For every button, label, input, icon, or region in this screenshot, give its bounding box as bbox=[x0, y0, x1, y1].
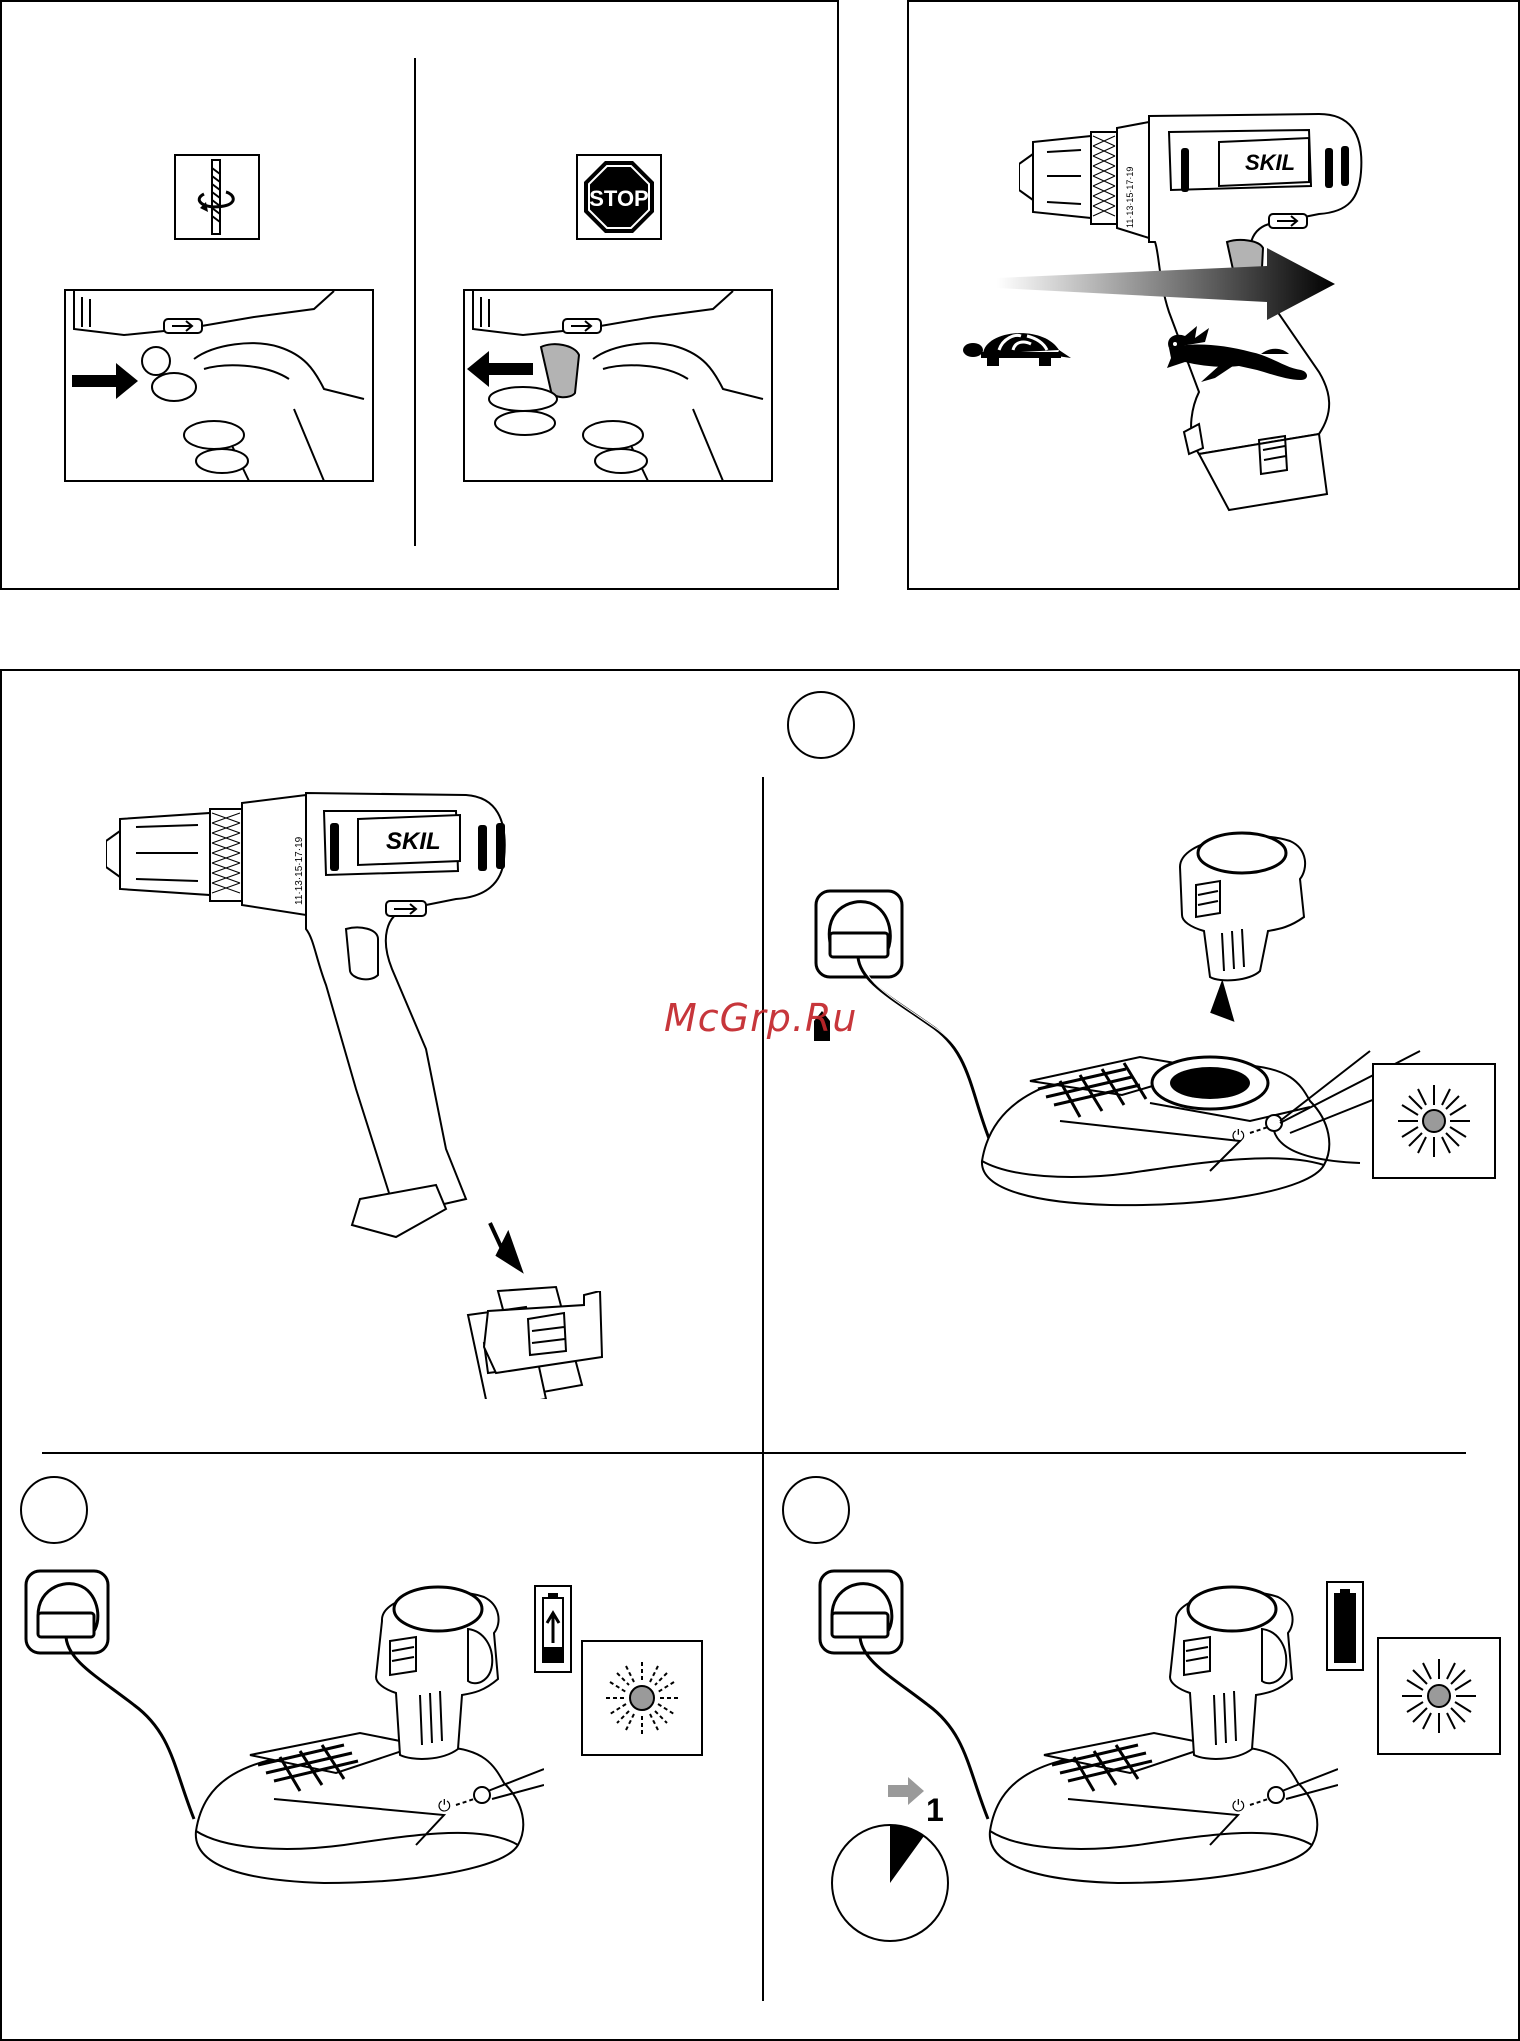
quadrant-divider-vertical bbox=[762, 777, 764, 2001]
rabbit-icon bbox=[1161, 318, 1311, 390]
battery-charging-icon bbox=[534, 1585, 572, 1673]
svg-text:⏻: ⏻ bbox=[1232, 1796, 1245, 1815]
quadrant-divider-horizontal bbox=[42, 1452, 1466, 1454]
svg-text:11·13·15·17·19: 11·13·15·17·19 bbox=[1125, 167, 1135, 228]
brand-logo-main: SKIL bbox=[386, 828, 441, 855]
panel-battery-charging: 11·13·15·17·19 SKIL bbox=[0, 669, 1520, 2041]
panel-divider bbox=[414, 58, 416, 546]
trigger-release-illustration bbox=[463, 289, 773, 482]
stop-sign-icon: STOP bbox=[576, 154, 662, 240]
brand-logo: SKIL bbox=[1245, 150, 1295, 175]
step-circle-charging bbox=[20, 1476, 88, 1544]
svg-text:⏻: ⏻ bbox=[438, 1796, 451, 1815]
clock-icon: 1 bbox=[828, 1775, 958, 1945]
battery-pack-lower bbox=[472, 1291, 612, 1391]
stop-sign-label: STOP bbox=[589, 186, 649, 211]
step-circle-charged bbox=[782, 1476, 850, 1544]
step-circle-main bbox=[787, 691, 855, 759]
indicator-light-icon-off bbox=[1372, 1063, 1496, 1179]
turtle-icon bbox=[963, 320, 1073, 370]
panel-variable-speed: 11·13·15·17·19 SKIL bbox=[907, 0, 1520, 590]
indicator-light-icon-steady bbox=[1377, 1637, 1501, 1755]
speed-arrow bbox=[997, 248, 1337, 320]
drill-bit-rotation-icon bbox=[174, 154, 260, 240]
charger-charging: ⏻ bbox=[24, 1569, 544, 1929]
svg-text:11·13·15·17·19: 11·13·15·17·19 bbox=[294, 836, 305, 905]
indicator-light-icon-blinking bbox=[581, 1640, 703, 1756]
battery-full-icon bbox=[1326, 1581, 1364, 1671]
panel-trigger-operation: STOP bbox=[0, 0, 839, 590]
trigger-press-illustration bbox=[64, 289, 374, 482]
battery-pack-base bbox=[470, 1461, 610, 1465]
timer-label: 1 bbox=[926, 1792, 944, 1828]
svg-text:⏻: ⏻ bbox=[1232, 1126, 1245, 1145]
watermark: McGrp.Ru bbox=[664, 996, 857, 1040]
